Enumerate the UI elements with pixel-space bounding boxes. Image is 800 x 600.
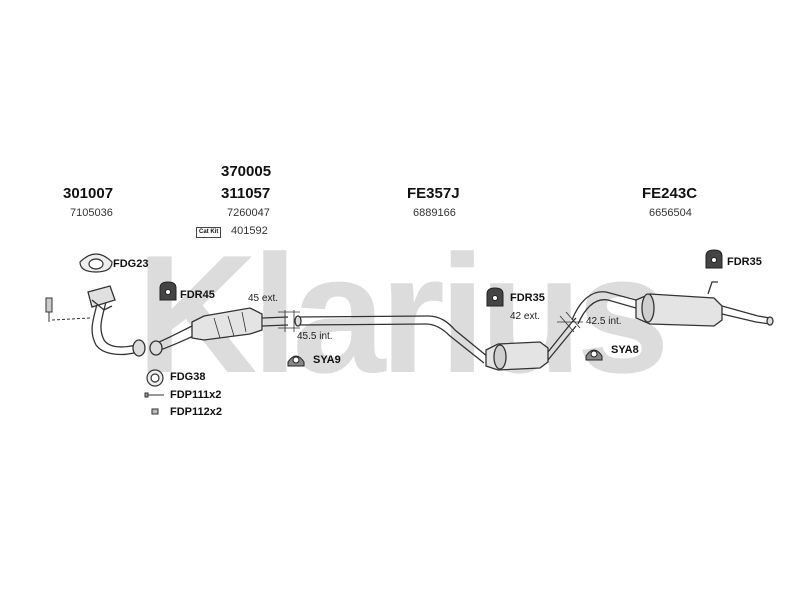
- cat-kit-tag: Cat Kit: [196, 227, 222, 238]
- rear-section: [571, 281, 774, 327]
- lambda-sensor-icon: [45, 297, 91, 322]
- accessory-fdp112-label: FDP112x2: [170, 406, 222, 418]
- rear-section-code: FE243C: [642, 185, 698, 202]
- catalyst-code: 311057: [221, 185, 271, 202]
- accessory-fdg38-label: FDG38: [170, 371, 206, 383]
- accessory-fdg23-label: FDG23: [113, 258, 149, 270]
- front-pipe-code: 301007: [63, 185, 114, 202]
- gasket-fdg38-icon: [146, 369, 164, 387]
- accessory-fdp111-label: FDP111x2: [170, 389, 222, 401]
- nut-fdp112-icon: [151, 408, 159, 415]
- accessory-sya9-label: SYA9: [313, 354, 341, 366]
- bolt-fdp111-icon: [144, 392, 164, 398]
- accessory-fdr35-rear-label: FDR35: [727, 256, 762, 268]
- gasket-fdg23-icon: [79, 253, 113, 273]
- centre-section: [294, 315, 577, 371]
- accessory-sya8-label: SYA8: [611, 344, 639, 356]
- rear-section-number: 6656504: [649, 207, 692, 219]
- front-int-dimension: 45.5 int.: [297, 331, 333, 342]
- centre-section-number: 6889166: [413, 207, 456, 219]
- clamp-sya8-icon: [585, 349, 603, 361]
- front-pipe: [87, 285, 146, 357]
- front-pipe-number: 7105036: [70, 207, 113, 219]
- catalyst-number: 7260047: [227, 207, 270, 219]
- cat-kit-number: 401592: [231, 225, 268, 237]
- rubber-mount-fdr45-icon: [159, 281, 177, 301]
- catalytic-converter: [149, 307, 289, 356]
- rubber-mount-fdr35-rear-icon: [705, 249, 723, 269]
- accessory-fdr45-label: FDR45: [180, 289, 215, 301]
- accessory-fdr35-mid-label: FDR35: [510, 292, 545, 304]
- rear-int-dimension: 42.5 int.: [586, 316, 622, 327]
- catalyst-alt-code: 370005: [221, 163, 272, 180]
- centre-section-code: FE357J: [407, 185, 460, 202]
- clamp-sya9-icon: [287, 355, 305, 367]
- rubber-mount-fdr35-mid-icon: [486, 287, 504, 307]
- front-ext-dimension: 45 ext.: [248, 293, 279, 304]
- front-joint-marker: [278, 310, 300, 332]
- rear-ext-dimension: 42 ext.: [510, 311, 541, 322]
